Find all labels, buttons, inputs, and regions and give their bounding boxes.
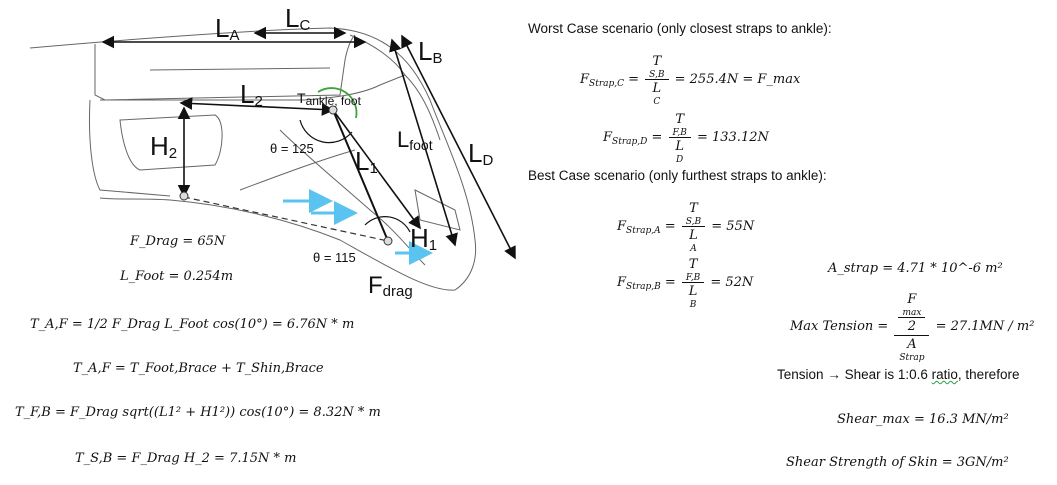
fd-result: = 133.12N [696,130,769,145]
label-ld: LD [468,138,493,169]
best-case-heading: Best Case scenario (only furthest straps… [528,168,827,183]
eq-shear-strength: Shear Strength of Skin = 3GN/m² [786,455,1009,470]
eq-tsb: T_S,B = F_Drag H_2 = 7.15N * m [75,451,297,466]
label-h1: H1 [410,223,437,254]
fc-result: = 255.4N = F_max [674,72,801,87]
label-theta125: θ = 125 [270,141,314,156]
eq-shear-max: Shear_max = 16.3 MN/m² [837,412,1009,427]
shin-pivot [179,191,189,201]
eq-taf-sum: T_A,F = T_Foot,Brace + T_Shin,Brace [73,361,324,376]
label-la: LA [215,13,239,44]
arrow-right-icon: → [827,367,841,382]
max-tension-result: 27.1MN / m² [950,319,1035,334]
fa-result: = 55N [711,219,755,234]
label-theta115: θ = 115 [313,250,356,265]
angle-arcs [299,87,411,233]
eq-fdrag: F_Drag = 65N [130,234,226,249]
label-lb: LB [418,36,442,67]
label-lfoot: Lfoot [397,127,433,153]
eq-taf: T_A,F = 1/2 F_Drag L_Foot cos(10°) = 6.7… [30,317,355,332]
eq-lfoot: L_Foot = 0.254m [120,269,234,284]
dashed-line [183,196,389,242]
label-l2: L2 [240,79,263,110]
boot-diagram: LA LC LB L2 Tankle, foot H2 θ = 125 L1 L… [29,3,516,300]
boot-outline [29,27,477,291]
label-fdrag: Fdrag [368,272,413,300]
foot-pivot [383,236,393,246]
eq-tfb: T_F,B = F_Drag sqrt((L1² + H1²)) cos(10°… [15,405,381,420]
label-tankle: Tankle, foot [297,90,362,108]
fb-result: = 52N [710,275,754,290]
label-h2: H2 [150,131,177,162]
ratio-line: Tension → Shear is 1:0.6 ratio, therefor… [777,367,1020,382]
geometry-lines [101,26,516,260]
ankle-pivot [328,105,338,115]
eq-astrap: A_strap = 4.71 * 10^-6 m² [828,261,1003,276]
label-l1: L1 [355,146,378,177]
label-lc: LC [285,3,310,34]
worst-case-heading: Worst Case scenario (only closest straps… [528,21,832,36]
drag-arrows [283,189,433,265]
